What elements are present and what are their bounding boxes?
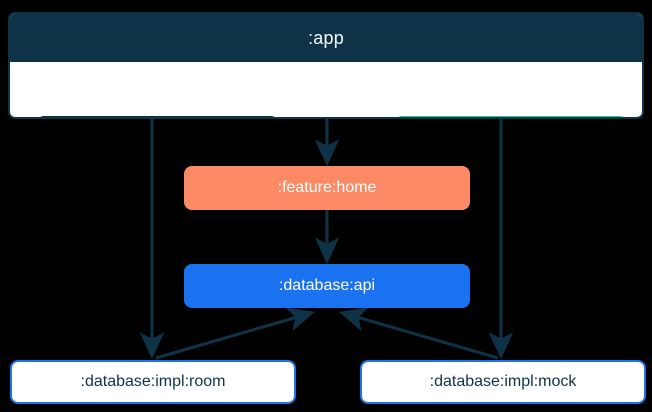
edge-database-impl-room-to-database-api — [155, 307, 316, 360]
node-android-test[interactable]: androidTest — [394, 116, 628, 117]
node-database-api[interactable]: :database:api — [184, 264, 470, 308]
node-database-impl-room[interactable]: :database:impl:room — [10, 360, 296, 404]
node-feature-home[interactable]: :feature:home — [184, 166, 470, 210]
cluster-app-body: main androidTest — [10, 62, 642, 117]
cluster-app[interactable]: :app main androidTest — [8, 12, 644, 119]
edge-database-impl-mock-to-database-api — [338, 307, 499, 360]
node-main[interactable]: main — [36, 116, 279, 117]
node-database-impl-mock[interactable]: :database:impl:mock — [360, 360, 646, 404]
cluster-app-title: :app — [10, 14, 642, 62]
